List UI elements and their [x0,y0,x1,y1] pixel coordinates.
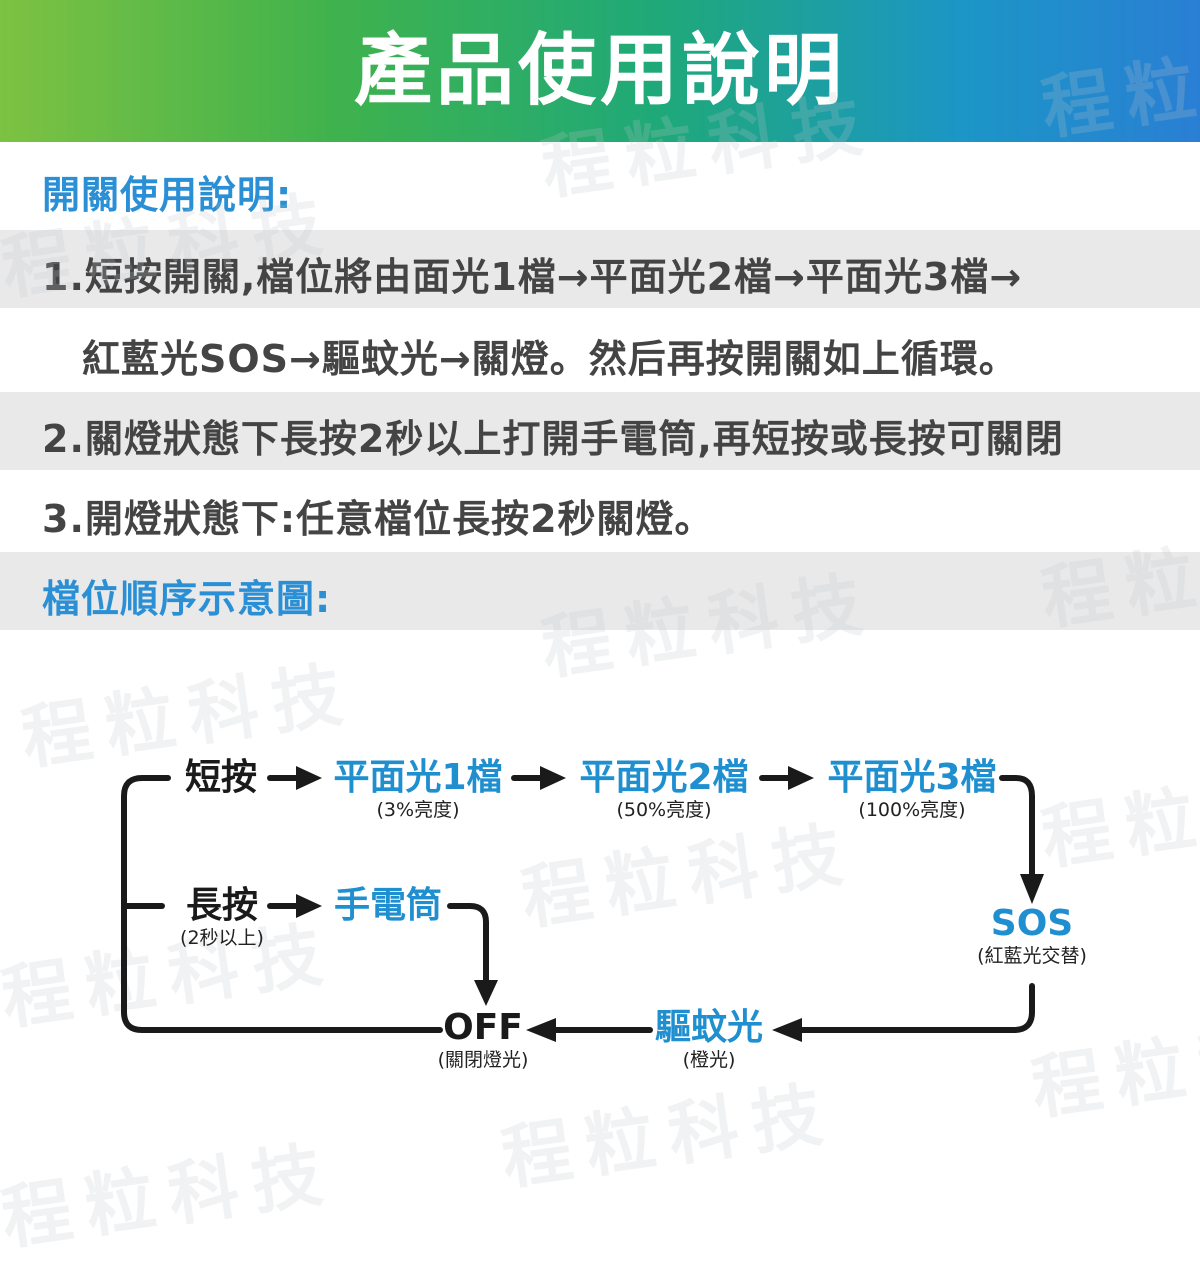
page-title: 產品使用說明 [353,26,846,116]
node-label: 驅蚊光 [654,1007,763,1048]
node-sub: (紅藍光交替) [977,945,1087,967]
arrowhead [296,894,322,918]
node-sub: (2秒以上) [180,927,264,949]
instructions-panel: 開關使用說明: 1.短按開關,檔位將由面光1檔→平面光2檔→平面光3檔→ 紅藍光… [0,142,1200,630]
arrow-flashlight-to-off [447,903,489,987]
node-label: 短按 [184,757,257,798]
node-sub: (3%亮度) [376,799,460,821]
node-off: OFF (關閉燈光) [420,1008,546,1072]
header-banner: 產品使用說明 [0,0,1200,142]
arrow-flat3-to-sos [999,775,1035,883]
node-sub: (50%亮度) [616,799,712,821]
node-sub: (100%亮度) [858,799,966,821]
node-label: SOS [990,903,1074,944]
instruction-line-1a: 1.短按開關,檔位將由面光1檔→平面光2檔→平面光3檔→ [42,255,1023,299]
node-sos: SOS (紅藍光交替) [960,904,1104,968]
node-long-press: 長按 (2秒以上) [172,886,272,950]
node-mosquito: 驅蚊光 (橙光) [646,1008,772,1072]
node-short-press: 短按 [176,758,266,798]
stripe-band [0,392,1200,470]
stripe-band [0,552,1200,630]
node-flashlight: 手電筒 [326,886,450,926]
node-label: OFF [443,1007,523,1048]
arrowhead [526,1018,556,1042]
node-sub: (關閉燈光) [437,1049,529,1071]
arrow-sos-to-mosquito [799,983,1035,1033]
node-label: 長按 [185,885,258,926]
arrowhead [296,766,322,790]
node-flat1: 平面光1檔 (3%亮度) [320,758,516,822]
node-label: 平面光1檔 [333,757,503,798]
flow-connectors [121,766,1044,1042]
switch-heading: 開關使用說明: [42,173,293,217]
instruction-line-3: 3.開燈狀態下:任意檔位長按2秒關燈。 [42,497,714,541]
diagram-heading: 檔位順序示意圖: [42,577,332,621]
node-sub: (橙光) [682,1049,736,1071]
arrowhead [474,980,498,1006]
arrowhead [1020,874,1044,904]
arrowhead [788,766,814,790]
instruction-line-2: 2.關燈狀態下長按2秒以上打開手電筒,再短按或長按可關閉 [42,417,1064,461]
node-label: 平面光3檔 [827,757,997,798]
arrowhead [772,1018,802,1042]
arrowhead [540,766,566,790]
instruction-line-1b: 紅藍光SOS→驅蚊光→關燈。然后再按開關如上循環。 [82,337,1018,381]
node-label: 手電筒 [333,885,442,926]
node-flat2: 平面光2檔 (50%亮度) [566,758,762,822]
stripe-band [0,230,1200,308]
node-flat3: 平面光3檔 (100%亮度) [814,758,1010,822]
node-label: 平面光2檔 [579,757,749,798]
